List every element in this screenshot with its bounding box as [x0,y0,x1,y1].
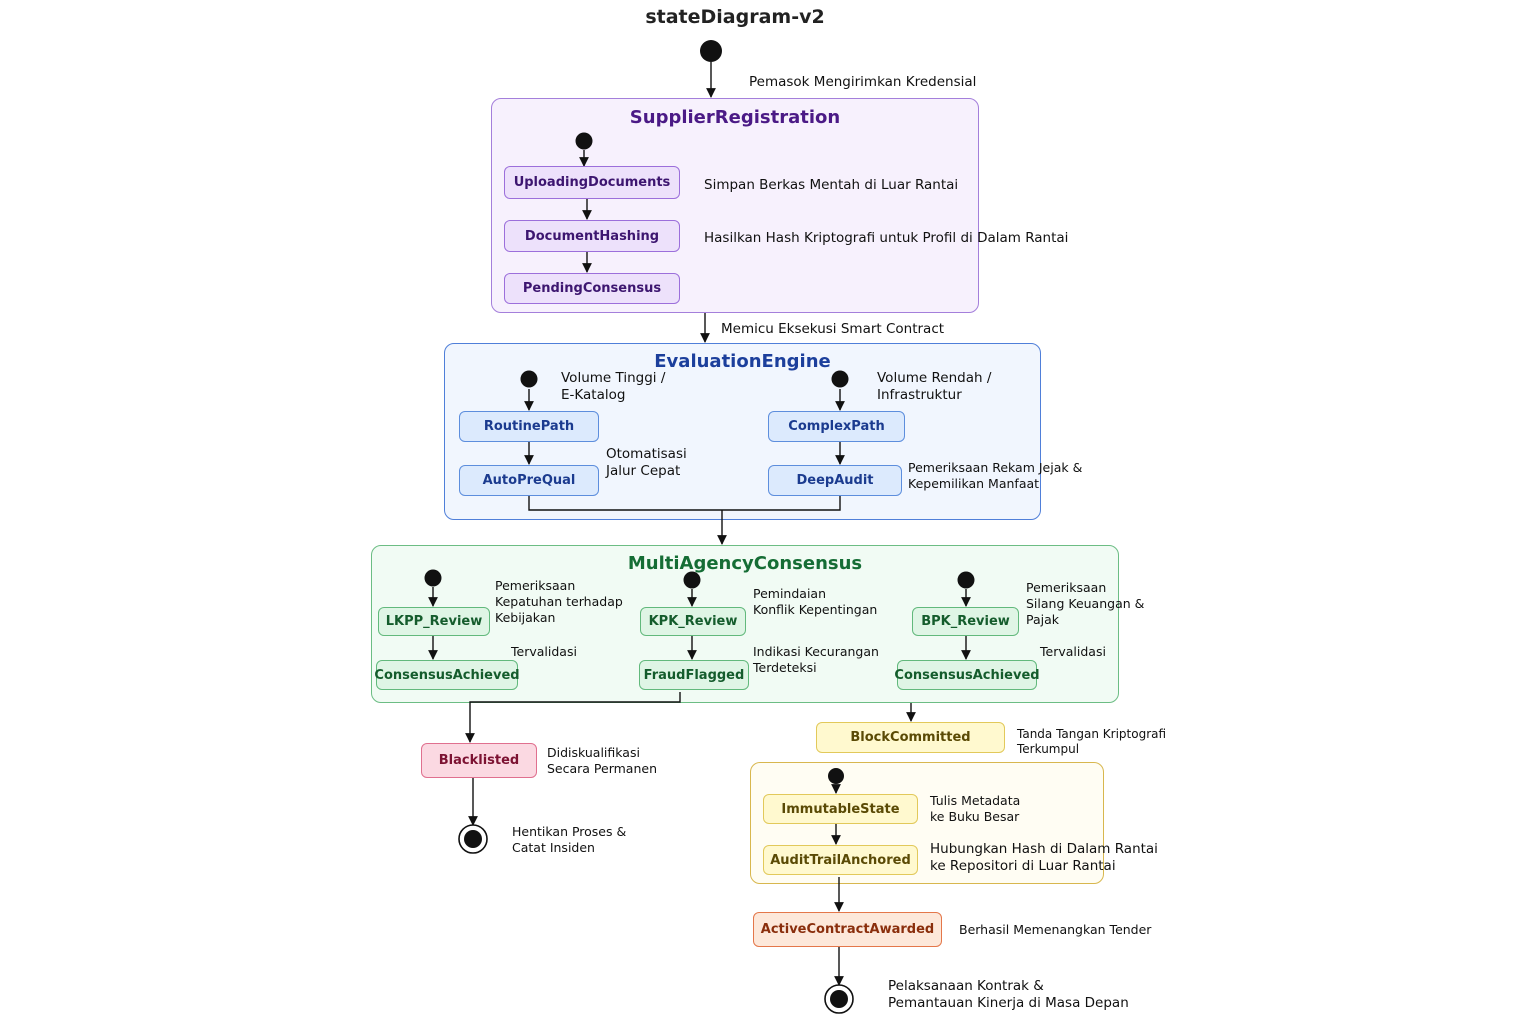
diagram-title: stateDiagram-v2 [645,6,825,28]
state-consensus-achieved-bpk[interactable]: ConsensusAchieved [894,660,1040,690]
label-final-end: Pelaksanaan Kontrak &Pemantauan Kinerja … [888,978,1129,1011]
label-hash-to-pending: Hasilkan Hash Kriptografi untuk Profil d… [704,230,1069,246]
state-routine-path[interactable]: RoutinePath [459,411,599,442]
state-lkpp-review[interactable]: LKPP_Review [378,607,490,636]
label-active-contract-note: Berhasil Memenangkan Tender [959,922,1152,937]
state-blacklisted[interactable]: Blacklisted [421,743,537,778]
composite-title-multi-agency-consensus: MultiAgencyConsensus [627,553,863,574]
final-state-icon-contract [824,984,854,1014]
label-supplier-to-eval: Memicu Eksekusi Smart Contract [721,321,945,337]
state-immutable-state[interactable]: ImmutableState [763,794,918,824]
initial-state-icon [700,40,722,62]
composite-title-evaluation-engine: EvaluationEngine [654,351,831,372]
state-auto-prequal[interactable]: AutoPreQual [459,465,599,496]
label-complex-entry: Volume Rendah /Infrastruktur [877,370,992,403]
label-start-supplier: Pemasok Mengirimkan Kredensial [749,74,977,90]
state-fraud-flagged[interactable]: FraudFlagged [639,660,749,690]
state-kpk-review[interactable]: KPK_Review [640,607,746,636]
final-state-icon-blacklisted [458,824,488,854]
state-bpk-review[interactable]: BPK_Review [912,607,1019,636]
label-lkpp-to-consensus: Tervalidasi [511,644,577,659]
state-pending-consensus[interactable]: PendingConsensus [504,273,680,304]
label-complex-to-deep: Pemeriksaan Rekam Jejak &Kepemilikan Man… [908,460,1083,491]
state-consensus-achieved-lkpp[interactable]: ConsensusAchieved [374,660,520,690]
label-upload-to-hash: Simpan Berkas Mentah di Luar Rantai [704,177,959,193]
state-active-contract-awarded[interactable]: ActiveContractAwarded [753,912,942,947]
state-uploading-documents[interactable]: UploadingDocuments [504,166,680,199]
state-audit-trail-anchored[interactable]: AuditTrailAnchored [763,845,918,875]
state-complex-path[interactable]: ComplexPath [768,411,905,442]
state-block-committed[interactable]: BlockCommitted [816,722,1005,753]
label-blacklisted-end: Hentikan Proses &Catat Insiden [512,824,627,855]
label-routine-entry: Volume Tinggi /E-Katalog [561,370,666,403]
state-deep-audit[interactable]: DeepAudit [768,465,902,496]
state-document-hashing[interactable]: DocumentHashing [504,220,680,252]
composite-title-supplier-registration: SupplierRegistration [629,107,841,128]
label-bpk-to-consensus: Tervalidasi [1040,644,1106,659]
